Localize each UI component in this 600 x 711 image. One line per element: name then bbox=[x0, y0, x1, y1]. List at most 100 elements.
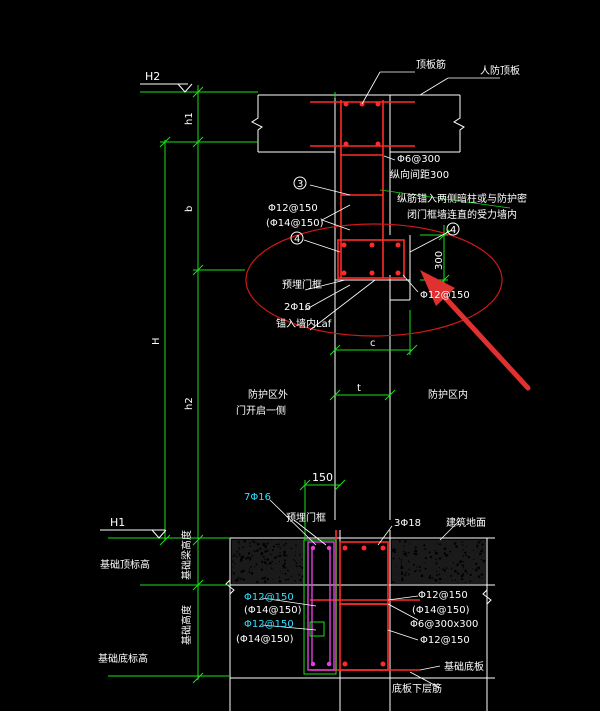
hatch-dot bbox=[243, 539, 246, 543]
label-anchor-laf: 锚入墙内Laf bbox=[276, 317, 332, 330]
hatch-dot bbox=[484, 541, 486, 543]
hatch-dot bbox=[301, 566, 304, 569]
hatch-dot bbox=[261, 560, 264, 564]
label-embedded-frame: 预埋门框 bbox=[282, 278, 322, 291]
hatch-dot bbox=[449, 550, 452, 553]
hatch-dot bbox=[477, 547, 479, 549]
hatch-dot bbox=[252, 540, 254, 542]
hatch-dot bbox=[256, 580, 259, 584]
hatch-dot bbox=[283, 559, 286, 562]
hatch-dot bbox=[248, 568, 251, 570]
hatch-dot bbox=[298, 565, 300, 567]
hatch-dot bbox=[280, 570, 282, 572]
red-arrow bbox=[420, 270, 531, 391]
hatch-dot bbox=[462, 561, 465, 563]
label-tie-300: Φ6@300 bbox=[397, 154, 440, 165]
hatch-dot bbox=[264, 576, 266, 579]
hatch-dot bbox=[285, 542, 287, 545]
label-embedded-frame-2: 预埋门框 bbox=[286, 511, 326, 524]
label-slab-bottom: 基础底板 bbox=[444, 660, 484, 673]
label-phi12-150-f: Φ12@150 bbox=[420, 635, 470, 646]
hatch-dot bbox=[290, 575, 292, 578]
label-found-top-v: 基础梁高度 bbox=[180, 530, 193, 580]
hatch-dot bbox=[474, 563, 477, 566]
hatch-dot bbox=[240, 570, 244, 573]
hatch-dot bbox=[436, 543, 438, 545]
hatch-dot bbox=[264, 546, 267, 549]
hatch-dot bbox=[393, 573, 395, 575]
hatch-dot bbox=[403, 550, 405, 553]
hatch-dot bbox=[286, 555, 288, 557]
hatch-dot bbox=[437, 552, 439, 554]
hatch-dot bbox=[240, 577, 243, 580]
hatch-dot bbox=[438, 567, 440, 569]
hatch-dot bbox=[398, 558, 400, 560]
hatch-dot bbox=[251, 555, 254, 557]
hatch-dot bbox=[439, 582, 441, 583]
hatch-dot bbox=[464, 582, 466, 584]
hatch-dot bbox=[469, 573, 472, 577]
hatch-dot bbox=[266, 558, 269, 561]
hatch-dot bbox=[398, 540, 401, 543]
hatch-dot bbox=[263, 561, 267, 564]
hatch-dot bbox=[482, 551, 485, 553]
hatch-dot bbox=[406, 555, 408, 557]
hatch-dot bbox=[250, 571, 254, 575]
label-two-phi16: 2Φ16 bbox=[284, 302, 311, 313]
hatch-dot bbox=[454, 579, 456, 581]
hatch-dot bbox=[438, 573, 441, 576]
hatch-dot bbox=[272, 545, 276, 548]
hatch-dot bbox=[298, 573, 301, 576]
level-h2: H2 bbox=[145, 70, 160, 83]
hatch-dot bbox=[249, 542, 251, 544]
hatch-dot bbox=[253, 550, 256, 553]
hatch-dot bbox=[238, 543, 240, 545]
hatch-dot bbox=[414, 570, 417, 573]
hatch-dot bbox=[400, 562, 402, 564]
hatch-dot bbox=[435, 558, 438, 561]
concrete-dots bbox=[232, 539, 486, 584]
hatch-dot bbox=[260, 568, 263, 571]
note-anchor-line2: 闭门框墙连直的受力墙内 bbox=[407, 208, 517, 221]
hatch-dot bbox=[233, 553, 236, 556]
hatch-dot bbox=[418, 566, 421, 568]
hatch-dot bbox=[413, 552, 415, 555]
hatch-dot bbox=[404, 552, 407, 555]
label-phi12-150-b: Φ12@150 bbox=[420, 290, 470, 301]
hatch-dot bbox=[279, 547, 282, 549]
callout-4-right: 4 bbox=[450, 225, 456, 236]
label-door-side: 门开启一侧 bbox=[236, 404, 286, 417]
label-outside-zone: 防护区外 bbox=[248, 388, 288, 401]
hatch-dot bbox=[454, 570, 457, 573]
dim-t: t bbox=[357, 383, 361, 394]
hatch-dot bbox=[290, 547, 292, 550]
hatch-dot bbox=[404, 540, 407, 543]
label-phi14-150-a: (Φ14@150) bbox=[266, 218, 324, 229]
label-floor-finish: 建筑地面 bbox=[446, 516, 486, 529]
hatch-dot bbox=[237, 576, 240, 579]
label-found-v: 基础高度 bbox=[180, 605, 193, 645]
hatch-dot bbox=[477, 566, 480, 570]
hatch-dot bbox=[392, 557, 395, 560]
hatch-dot bbox=[276, 555, 278, 558]
hatch-dot bbox=[479, 552, 482, 556]
hatch-dot bbox=[271, 560, 273, 563]
hatch-dot bbox=[407, 560, 410, 563]
hatch-dot bbox=[477, 575, 481, 578]
hatch-dot bbox=[445, 567, 448, 569]
hatch-dot bbox=[401, 578, 404, 581]
hatch-dot bbox=[462, 549, 464, 551]
frame-dots bbox=[310, 545, 332, 667]
hatch-dot bbox=[467, 555, 470, 559]
hatch-dot bbox=[278, 576, 280, 579]
hatch-dot bbox=[262, 542, 266, 546]
embedded-door-frame-left bbox=[307, 541, 335, 671]
hatch-dot bbox=[469, 580, 472, 582]
hatch-dot bbox=[263, 580, 267, 583]
hatch-dot bbox=[479, 540, 482, 542]
hatch-dot bbox=[400, 565, 403, 567]
label-phi12-150-d: Φ12@150 bbox=[244, 619, 294, 630]
hatch-dot bbox=[286, 569, 289, 571]
hatch-dot bbox=[248, 571, 251, 573]
